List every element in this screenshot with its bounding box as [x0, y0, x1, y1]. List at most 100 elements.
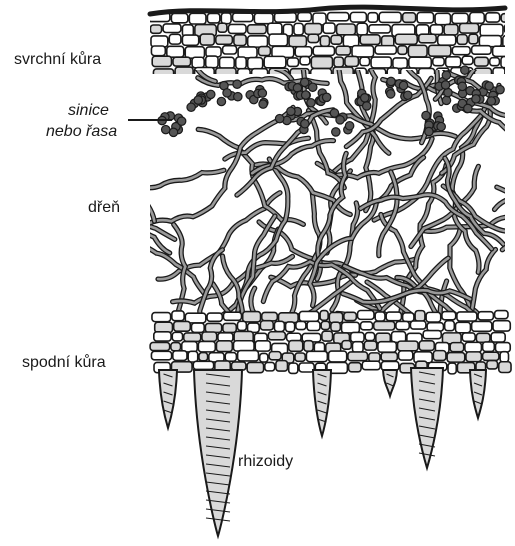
upper-cortex-cell [371, 57, 391, 68]
upper-cortex-cell [462, 56, 473, 64]
lower-cortex-cell [457, 312, 477, 321]
upper-cortex-cell [150, 25, 161, 33]
lower-cortex-cell [216, 341, 232, 352]
algal-cell [399, 81, 407, 89]
lower-cortex-cell [378, 342, 396, 352]
algal-cell [322, 93, 330, 101]
upper-cortex-cell [333, 67, 353, 78]
algal-cell [300, 78, 308, 86]
lower-cortex-cell [286, 322, 295, 332]
lower-cortex-cell [295, 353, 305, 361]
lower-cortex-cell [375, 312, 385, 321]
algal-cell [437, 122, 445, 130]
lower-cortex-cell [478, 312, 493, 320]
upper-cortex-cell [379, 12, 401, 22]
upper-cortex-cell [308, 34, 319, 42]
lower-cortex-cell [427, 323, 443, 331]
upper-cortex-cell [501, 57, 511, 68]
lower-cortex-cell [349, 363, 361, 372]
lower-cortex-cell [399, 351, 413, 360]
upper-cortex-cell [480, 24, 503, 36]
lower-cortex-cell [448, 363, 456, 374]
algal-cell [275, 114, 283, 122]
upper-cortex-cell [295, 47, 312, 57]
lower-cortex-cell [307, 321, 320, 330]
lower-cortex-cell [423, 331, 441, 339]
algal-cell [309, 83, 317, 91]
lower-cortex-cell [465, 342, 482, 352]
lower-cortex-cell [238, 351, 259, 361]
lower-cortex-cell [364, 341, 376, 350]
upper-cortex-cell [433, 57, 444, 65]
lower-cortex-cell [299, 311, 319, 321]
upper-cortex-cell [360, 35, 380, 45]
lower-cortex-cell [262, 312, 278, 320]
lower-cortex-cell [419, 341, 434, 351]
lower-cortex-cell [496, 343, 511, 352]
lower-cortex-cell [447, 353, 465, 363]
upper-cortex-cell [395, 34, 417, 44]
upper-cortex-cell [294, 23, 303, 35]
upper-cortex-cell [369, 25, 391, 33]
upper-cortex-cell [207, 13, 219, 22]
upper-cortex-cell [469, 34, 478, 44]
lower-cortex-cell [171, 343, 181, 351]
lower-cortex-cell [433, 351, 446, 361]
lower-cortex-cell [234, 341, 255, 351]
lower-cortex-cell [322, 331, 333, 341]
lower-cortex-cell [289, 363, 298, 373]
lower-cortex-cell [415, 311, 425, 322]
lower-cortex-cell [260, 353, 268, 362]
upper-cortex-cell [501, 14, 515, 22]
lower-cortex-cell [386, 312, 401, 321]
upper-cortex-cell [311, 57, 332, 69]
lower-cortex-cell [351, 332, 364, 342]
lower-cortex-cell [365, 333, 374, 341]
upper-cortex-cell [259, 47, 271, 56]
upper-cortex-cell [337, 24, 356, 35]
upper-cortex-cell [192, 57, 204, 67]
lower-cortex-cell [358, 311, 374, 320]
upper-cortex-cell [182, 35, 198, 45]
lower-cortex-cell [172, 332, 182, 341]
algal-cell [461, 66, 469, 74]
algal-cell [259, 100, 267, 108]
hypha [497, 187, 515, 202]
lower-cortex-cell [381, 352, 397, 361]
rhizine [383, 370, 397, 396]
lower-cortex-cell [410, 321, 425, 329]
upper-cortex-cell [429, 45, 451, 56]
upper-cortex-cell [153, 69, 173, 77]
upper-cortex-cell [493, 68, 505, 76]
algal-cell [332, 128, 340, 136]
upper-cortex-cell [393, 58, 407, 68]
upper-cortex-cell [504, 24, 515, 33]
lower-cortex-layer [150, 311, 511, 374]
lower-cortex-cell [344, 312, 356, 320]
upper-cortex-cell [254, 13, 273, 24]
algal-cell [496, 85, 504, 93]
algal-cell [169, 128, 177, 136]
algal-cell [422, 111, 430, 119]
algal-cell [387, 90, 395, 98]
algal-cell [487, 97, 495, 105]
algal-cell [363, 102, 371, 110]
label-algae-line2: nebo řasa [46, 122, 117, 141]
upper-cortex-cell [216, 35, 233, 44]
algal-cell [187, 103, 195, 111]
upper-cortex-cell [457, 35, 467, 45]
lower-cortex-cell [472, 321, 492, 331]
lower-cortex-cell [348, 352, 368, 361]
lower-cortex-cell [403, 313, 414, 322]
lower-cortex-cell [369, 353, 380, 362]
lower-cortex-cell [207, 313, 222, 321]
lower-cortex-cell [173, 351, 187, 361]
lower-cortex-cell [442, 312, 456, 320]
lower-cortex-cell [362, 361, 380, 370]
upper-cortex-cell [151, 46, 165, 56]
upper-cortex-cell [352, 46, 374, 57]
lower-cortex-cell [374, 321, 395, 330]
algal-cell [345, 122, 353, 130]
lower-cortex-cell [396, 321, 409, 329]
algal-cell [441, 81, 449, 89]
